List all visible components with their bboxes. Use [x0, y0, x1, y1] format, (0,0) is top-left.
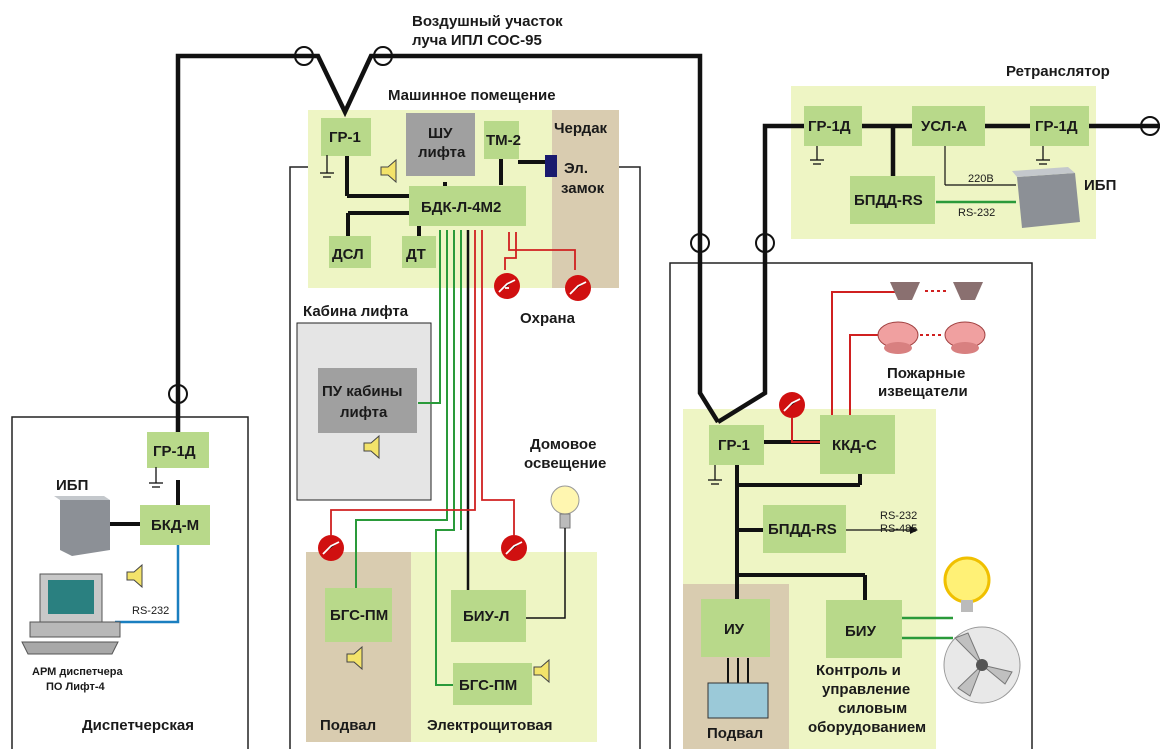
biu-label: БИУ — [845, 623, 877, 640]
bgs-basement-label: БГС-ПМ — [330, 607, 388, 624]
dt-label: ДТ — [406, 246, 426, 263]
shu-label-2: лифта — [418, 144, 466, 161]
title-line-1: Воздушный участок — [412, 13, 563, 30]
attic-label: Чердак — [554, 120, 608, 137]
tm2-label: ТМ-2 — [486, 132, 521, 149]
kkd-red-loop-2 — [849, 334, 880, 415]
alarm-sensors — [318, 273, 805, 561]
water-tank — [707, 682, 769, 719]
fan-icon — [943, 626, 1021, 704]
iu-label: ИУ — [724, 621, 745, 638]
dsl-label: ДСЛ — [332, 246, 364, 263]
blocks — [140, 106, 1089, 705]
attic-area — [552, 110, 619, 288]
ups-dispatch-label: ИБП — [56, 477, 88, 494]
ups-icon-dispatch — [54, 496, 110, 556]
computer-icon — [21, 573, 121, 655]
shu-block — [406, 113, 475, 176]
fire-detectors-label-1: Пожарные — [887, 365, 965, 382]
fire-detectors-label-2: извещатели — [878, 383, 968, 400]
trunk-line — [175, 53, 720, 430]
arm-label-2: ПО Лифт-4 — [46, 681, 106, 693]
cabin-label: Кабина лифта — [303, 303, 409, 320]
arm-label-1: АРМ диспетчера — [32, 666, 123, 678]
basement-left-area — [306, 552, 411, 742]
title-line-2: луча ИПЛ СОС-95 — [412, 32, 542, 49]
dispatch-label: Диспетчерская — [82, 717, 194, 734]
bright-bulb-icon — [943, 556, 991, 612]
bgs-switch-label: БГС-ПМ — [459, 677, 517, 694]
shu-label-1: ШУ — [428, 125, 453, 142]
basement-left-label: Подвал — [320, 717, 376, 734]
power-control-label-4: оборудованием — [808, 719, 926, 736]
ups-icon-retranslator — [1012, 167, 1080, 228]
pu-cabin-label-2: лифта — [340, 404, 388, 421]
pu-cabin-block — [318, 368, 417, 433]
gr1d-ret-left-label: ГР-1Д — [808, 118, 851, 135]
home-lighting-label-2: освещение — [524, 455, 606, 472]
biu-l-label: БИУ-Л — [463, 608, 509, 625]
switchroom-area — [411, 552, 597, 742]
line-markers — [168, 46, 1160, 404]
usl-a-label: УСЛ-А — [921, 118, 967, 135]
rs-out-label-1: RS-232 — [880, 510, 917, 522]
light-bulb-icon — [526, 485, 580, 619]
machine-room-label: Машинное помещение — [388, 87, 556, 104]
switchroom-label: Электрощитовая — [427, 717, 552, 734]
rs232-dispatch-label: RS-232 — [132, 605, 169, 617]
green-wires — [355, 230, 462, 686]
bpdd-right-label: БПДД-RS — [768, 521, 837, 538]
smoke-detector-icons — [877, 282, 986, 354]
kkd-red-alarm — [791, 418, 820, 443]
red-wires — [330, 230, 576, 535]
gr1-machine-label: ГР-1 — [329, 129, 361, 146]
bkd-m-label: БКД-М — [151, 517, 199, 534]
gr1-right-label: ГР-1 — [718, 437, 750, 454]
home-lighting-label-1: Домовое — [530, 436, 596, 453]
trunk-line-return — [716, 123, 815, 424]
ground-icons — [149, 146, 1050, 488]
power-control-label-1: Контроль и — [816, 662, 901, 679]
power-control-label-3: силовым — [838, 700, 907, 717]
el-lock-label-2: замок — [561, 180, 605, 197]
kkd-s-label: ККД-С — [832, 437, 877, 454]
ups-ret-label: ИБП — [1084, 177, 1116, 194]
security-label: Охрана — [520, 310, 576, 327]
v220-label: 220В — [968, 173, 994, 185]
rs-out-label-2: RS-485 — [880, 523, 917, 535]
machine-room-wiring — [345, 155, 545, 236]
rs232-ret-label: RS-232 — [958, 207, 995, 219]
el-lock-label-1: Эл. — [564, 160, 588, 177]
el-lock-icon — [545, 155, 557, 177]
gr1d-dispatch-label: ГР-1Д — [153, 443, 196, 460]
kkd-red-loop-1 — [831, 291, 895, 415]
power-control-label-2: управление — [822, 681, 910, 698]
retranslator-label: Ретранслятор — [1006, 63, 1110, 80]
speaker-icons — [126, 158, 550, 684]
bdk-label: БДК-Л-4М2 — [421, 199, 501, 216]
pu-cabin-label-1: ПУ кабины — [322, 383, 403, 400]
dispatch-rs232-line — [115, 545, 180, 624]
arrow-head — [910, 526, 918, 534]
bpdd-ret-label: БПДД-RS — [854, 192, 923, 209]
basement-right-label: Подвал — [707, 725, 763, 742]
gr1d-ret-right-label: ГР-1Д — [1035, 118, 1078, 135]
